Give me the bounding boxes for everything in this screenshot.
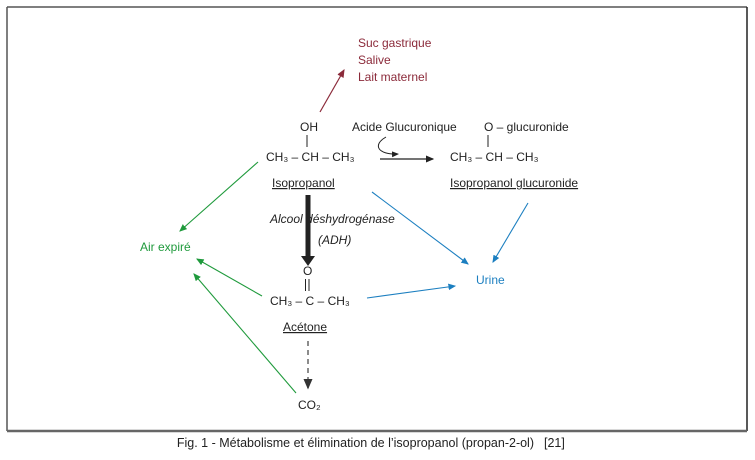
reagent-label: Acide Glucuronique [352, 120, 457, 134]
arrow-acetone-to-air [196, 258, 263, 297]
enzyme-name: Alcool déshydrogénase [269, 212, 395, 226]
figure-reference: [21] [544, 436, 565, 450]
secretion-gastric: Suc gastrique [358, 36, 432, 50]
isopropanol-oh: OH [300, 120, 318, 134]
urine-label: Urine [476, 273, 505, 287]
glucuronide-label: Isopropanol glucuronide [450, 176, 578, 190]
acetone-formula: CH₃ – C – CH₃ [270, 294, 350, 308]
acetone-label: Acétone [283, 320, 327, 334]
secretion-milk: Lait maternel [358, 70, 427, 84]
curved-arrow [377, 136, 399, 158]
secretion-saliva: Salive [358, 53, 391, 67]
arrow-glucuronide-to-urine [492, 202, 529, 263]
air-expire-label: Air expiré [140, 240, 191, 254]
arrow-isopropanol-to-air [179, 161, 259, 232]
arrow-to-secretions [319, 68, 345, 113]
arrow-isopropanol-to-urine [371, 191, 469, 265]
enzyme-abbr: (ADH) [318, 233, 351, 247]
co2-label: CO₂ [298, 398, 321, 412]
isopropanol-label: Isopropanol [272, 176, 335, 190]
arrow-co2-to-air [193, 273, 297, 394]
adh-arrow-head [301, 256, 315, 266]
glucuronide-top: O – glucuronide [484, 120, 569, 134]
figure-caption: Fig. 1 - Métabolisme et élimination de l… [177, 436, 534, 450]
isopropanol-formula: CH₃ – CH – CH₃ [266, 150, 355, 164]
arrow-acetone-to-urine [366, 283, 457, 299]
figure-frame [6, 6, 748, 433]
glucuronide-formula: CH₃ – CH – CH₃ [450, 150, 539, 164]
acetone-o: O [303, 264, 312, 278]
